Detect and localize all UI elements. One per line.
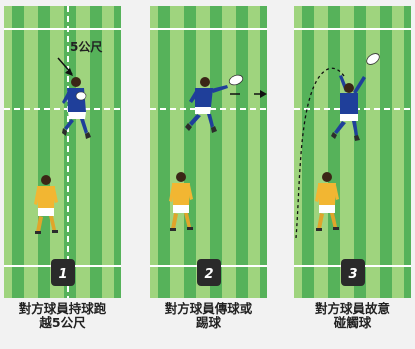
panel-3-caption: 對方球員故意 碰觸球 (314, 301, 390, 330)
defender-icon (34, 175, 58, 234)
opponent-passer-icon (185, 77, 228, 133)
distance-label: 5公尺 (70, 40, 102, 54)
panel-1-caption: 對方球員持球跑 越5公尺 (18, 301, 107, 330)
field-stripe (90, 6, 102, 298)
opponent-runner-icon (62, 77, 91, 139)
defender-icon (315, 172, 339, 231)
field-stripe (260, 6, 267, 298)
pass-arrow-icon (230, 90, 267, 98)
panel-number-badge: 3 (341, 259, 365, 286)
svg-text:1: 1 (58, 267, 67, 282)
field-stripe (38, 6, 50, 298)
defender-icon (169, 172, 193, 231)
field-stripe (158, 6, 170, 298)
field-stripe (328, 6, 340, 298)
field-stripe (380, 6, 392, 298)
panel-2-caption: 對方球員傳球或 踢球 (164, 301, 253, 330)
field-stripe (236, 6, 248, 298)
field-stripe (354, 6, 366, 298)
field-stripe (12, 6, 24, 298)
field-stripe (404, 6, 411, 298)
panel-2: 2 (150, 6, 267, 298)
distance-arrow-icon (57, 57, 73, 76)
panel-3: 3 (294, 6, 411, 298)
panel-1: 5公尺 1 (4, 6, 121, 298)
panel-number-badge: 2 (197, 259, 221, 286)
ball-icon (366, 53, 380, 65)
ball-trajectory-icon (295, 67, 345, 239)
field-stripe (114, 6, 121, 298)
svg-text:2: 2 (204, 267, 213, 282)
field-stripe (184, 6, 196, 298)
opponent-catcher-icon (331, 75, 366, 141)
field-stripe (302, 6, 314, 298)
panel-number-badge: 1 (51, 259, 75, 286)
field-stripe (210, 6, 222, 298)
svg-text:3: 3 (348, 267, 357, 282)
ball-icon (228, 74, 244, 86)
